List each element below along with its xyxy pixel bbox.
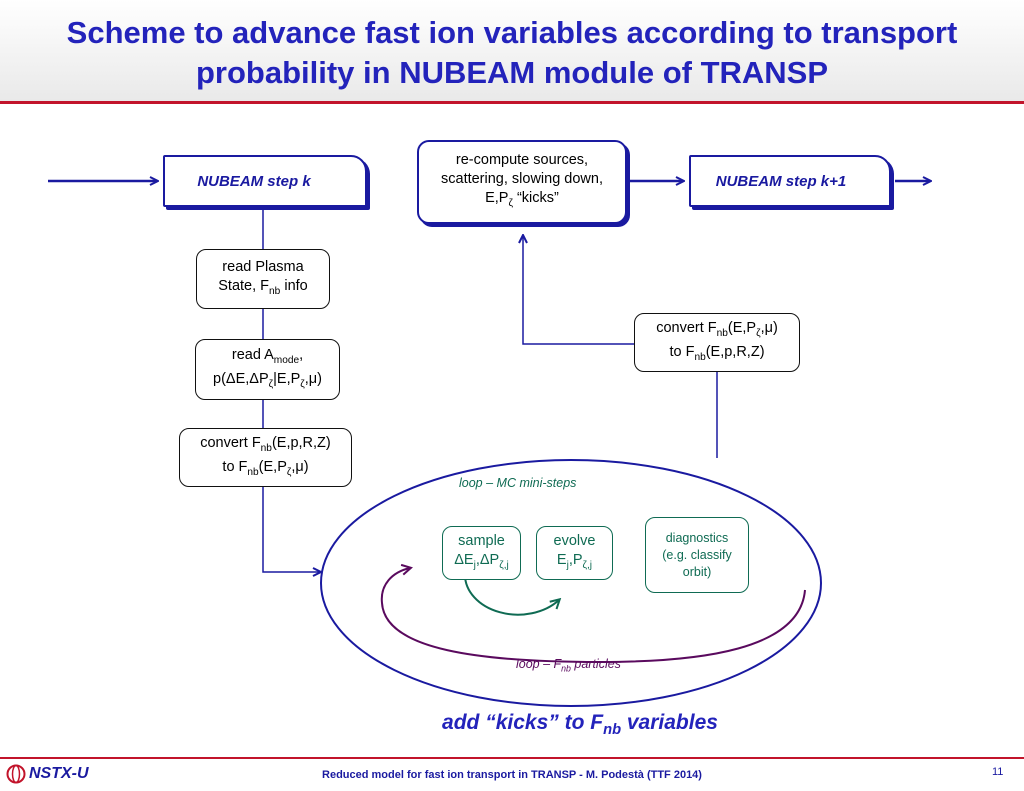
box-line: to Fnb(E,p,R,Z): [669, 343, 765, 363]
recompute-line: re-compute sources,: [455, 152, 589, 169]
nubeam-step-k-label: NUBEAM step k: [197, 172, 311, 190]
box-line: read Plasma: [222, 258, 304, 275]
box-line: convert Fnb(E,p,R,Z): [200, 434, 331, 454]
nubeam-step-k1-label: NUBEAM step k+1: [715, 172, 847, 190]
kicks-caption: add “kicks” to Fnb variables: [442, 711, 718, 739]
into-loop-arrow: [262, 487, 320, 572]
box-line: orbit): [682, 564, 712, 579]
box-line: evolve: [553, 532, 596, 549]
nubeam-step-k-box: NUBEAM step k: [163, 155, 367, 207]
read-plasma-state-box: read Plasma State, Fnb info: [196, 249, 330, 309]
box-line: ΔEj,ΔPζ,j: [454, 551, 509, 571]
box-line: Ej,Pζ,j: [556, 551, 593, 571]
sample-box: sample ΔEj,ΔPζ,j: [442, 526, 521, 580]
recompute-line: scattering, slowing down,: [441, 171, 603, 188]
box-line: to Fnb(E,Pζ,μ): [222, 458, 309, 478]
recompute-box: re-compute sources, scattering, slowing …: [417, 140, 627, 224]
mc-loop-label: loop – MC mini-steps: [459, 476, 577, 490]
nubeam-step-k1-box: NUBEAM step k+1: [689, 155, 891, 207]
nstx-logo-icon: [6, 764, 26, 784]
logo-text: NSTX-U: [29, 765, 89, 782]
fnb-loop-arrow: [380, 568, 806, 664]
convert-to-coordinates-box: convert Fnb(E,Pζ,μ) to Fnb(E,p,R,Z): [634, 313, 800, 372]
box-line: p(ΔE,ΔPζ|E,Pζ,μ): [213, 370, 322, 390]
box-line: diagnostics: [665, 530, 729, 545]
read-amode-box: read Amode, p(ΔE,ΔPζ|E,Pζ,μ): [195, 339, 340, 400]
box-line: sample: [458, 532, 505, 549]
convert-to-constants-box: convert Fnb(E,p,R,Z) to Fnb(E,Pζ,μ): [179, 428, 352, 487]
slide-title: Scheme to advance fast ion variables acc…: [66, 15, 958, 90]
box-line: State, Fnb info: [218, 277, 308, 297]
evolve-box: evolve Ej,Pζ,j: [536, 526, 613, 580]
box-line: convert Fnb(E,Pζ,μ): [656, 319, 778, 339]
to-recompute-arrow: [523, 236, 634, 345]
box-line: (e.g. classify: [662, 547, 732, 562]
page-number: 11: [992, 766, 1004, 778]
mc-loop-arrow: [463, 573, 559, 616]
header-divider: [0, 101, 1024, 104]
slide-header: Scheme to advance fast ion variables acc…: [0, 0, 1024, 101]
recompute-line: E,Pζ “kicks”: [485, 190, 559, 209]
nstx-u-logo: NSTX-U: [6, 764, 89, 784]
footer-text: Reduced model for fast ion transport in …: [322, 769, 702, 781]
fnb-loop-label: loop – Fnb particles: [516, 657, 621, 674]
footer-divider: [0, 757, 1024, 759]
box-line: read Amode,: [231, 346, 304, 366]
diagnostics-box: diagnostics (e.g. classify orbit): [645, 517, 749, 593]
